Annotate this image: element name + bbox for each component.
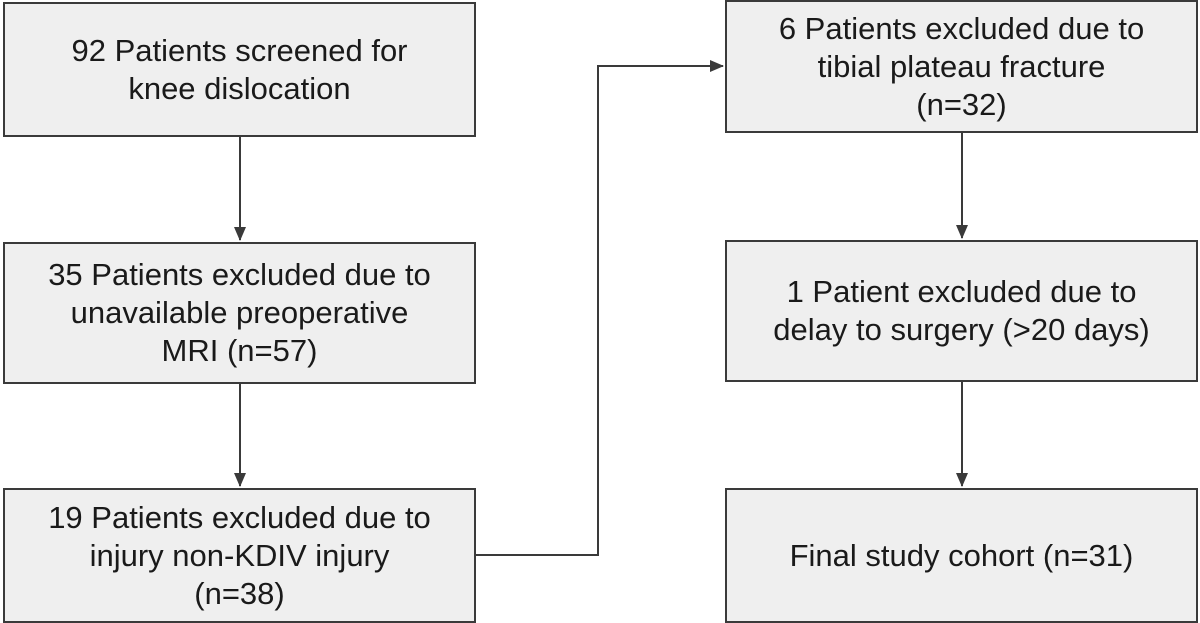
node-excluded-tibial-label: 6 Patients excluded due to tibial platea… (778, 10, 1145, 122)
node-excluded-delay-label: 1 Patient excluded due to delay to surge… (773, 274, 1150, 347)
node-screened-label: 92 Patients screened for knee dislocatio… (71, 32, 408, 106)
node-excluded-kdiv: 19 Patients excluded due to injury non-K… (3, 488, 476, 623)
node-excluded-kdiv-label: 19 Patients excluded due to injury non-K… (48, 499, 431, 611)
node-excluded-mri: 35 Patients excluded due to unavailable … (3, 242, 476, 384)
node-screened: 92 Patients screened for knee dislocatio… (3, 2, 476, 137)
node-final-cohort-label: Final study cohort (n=31) (789, 537, 1134, 573)
node-final-cohort: Final study cohort (n=31) (725, 488, 1198, 623)
node-excluded-delay: 1 Patient excluded due to delay to surge… (725, 240, 1198, 382)
edge-kdiv-to-tibial (476, 60, 724, 556)
node-excluded-tibial: 6 Patients excluded due to tibial platea… (725, 0, 1198, 133)
node-excluded-mri-label: 35 Patients excluded due to unavailable … (48, 257, 431, 368)
